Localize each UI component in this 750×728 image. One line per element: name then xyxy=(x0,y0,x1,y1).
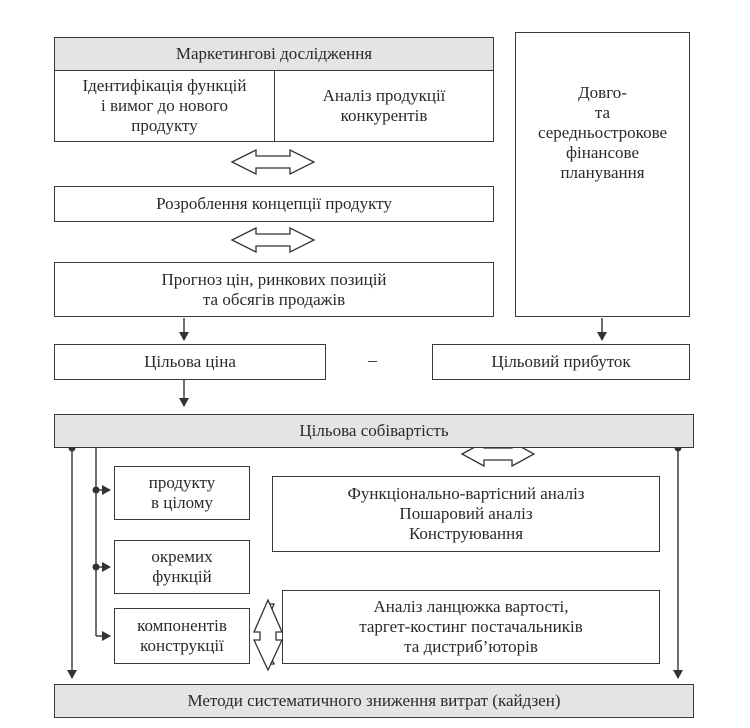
forecast-label: Прогноз цін, ринкових позицій та обсягів… xyxy=(161,269,387,309)
forecast-box: Прогноз цін, ринкових позицій та обсягів… xyxy=(54,262,494,317)
product-concept-box: Розроблення концепції продукту xyxy=(54,186,494,222)
target-cost-box: Цільова собівартість xyxy=(54,414,694,448)
product-concept-label: Розроблення концепції продукту xyxy=(156,194,392,213)
product-whole-box: продукту в цілому xyxy=(114,466,250,520)
double-arrow-vertical xyxy=(252,598,284,672)
competitor-analysis-box: Аналіз продукції конкурентів xyxy=(274,70,494,142)
methods-box: Функціонально-вартісний аналіз Пошаровий… xyxy=(272,476,660,552)
marketing-research-label: Маркетингові дослідження xyxy=(175,44,373,63)
target-price-box: Цільова ціна xyxy=(54,344,326,380)
marketing-research-header: Маркетингові дослідження xyxy=(54,37,494,71)
design-components-label: компонентів конструкції xyxy=(137,616,227,655)
double-arrow-2 xyxy=(230,226,316,254)
target-profit-box: Цільовий прибуток xyxy=(432,344,690,380)
methods-label: Функціонально-вартісний аналіз Пошаровий… xyxy=(347,484,585,543)
kaizen-box: Методи систематичного зниження витрат (к… xyxy=(54,684,694,718)
minus-sign: – xyxy=(368,350,377,370)
product-whole-label: продукту в цілому xyxy=(148,473,216,512)
target-profit-label: Цільовий прибуток xyxy=(491,352,631,371)
identification-label: Ідентифікація функцій і вимог до нового … xyxy=(82,76,247,135)
competitor-analysis-label: Аналіз продукції конкурентів xyxy=(322,86,446,125)
target-price-label: Цільова ціна xyxy=(144,352,236,371)
separate-functions-box: окремих функцій xyxy=(114,540,250,594)
value-chain-label: Аналіз ланцюжка вартості, таргет-костинг… xyxy=(359,597,583,656)
double-arrow-1 xyxy=(230,148,316,176)
financial-planning-label: Довго- та середньострокове фінансове пла… xyxy=(537,83,668,182)
separate-functions-label: окремих функцій xyxy=(151,547,213,586)
design-components-box: компонентів конструкції xyxy=(114,608,250,664)
target-cost-label: Цільова собівартість xyxy=(299,421,449,440)
value-chain-box: Аналіз ланцюжка вартості, таргет-костинг… xyxy=(282,590,660,664)
financial-planning-box: Довго- та середньострокове фінансове пла… xyxy=(515,32,690,317)
kaizen-label: Методи систематичного зниження витрат (к… xyxy=(187,691,561,710)
identification-box: Ідентифікація функцій і вимог до нового … xyxy=(54,70,275,142)
